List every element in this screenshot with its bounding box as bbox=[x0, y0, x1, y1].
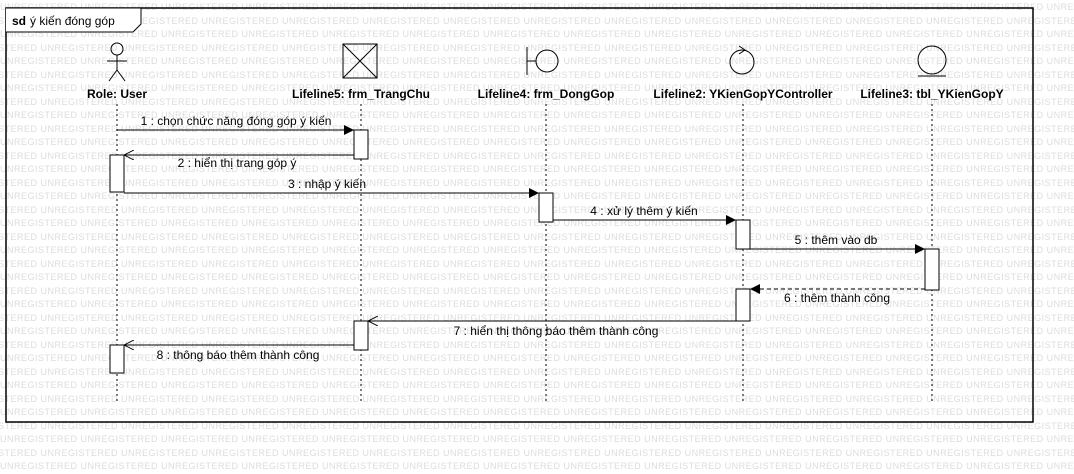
message-label-8: 8 : thông báo thêm thành công bbox=[157, 348, 320, 362]
message-label-6: 6 : thêm thành công bbox=[784, 291, 890, 305]
message-label-5: 5 : thêm vào db bbox=[795, 233, 878, 247]
actor-icon bbox=[107, 42, 127, 82]
frame-keyword: sd bbox=[12, 14, 26, 28]
activation-bar bbox=[538, 192, 554, 223]
boundary-box-icon bbox=[342, 43, 378, 79]
lifeline-label-donggop: Lifeline4: frm_DongGop bbox=[478, 87, 615, 101]
lifeline-label-user: Role: User bbox=[87, 87, 147, 101]
lifeline-label-trangchu: Lifeline5: frm_TrangChu bbox=[292, 87, 430, 101]
activation-bar bbox=[353, 320, 369, 351]
message-label-4: 4 : xử lý thêm ý kiến bbox=[590, 204, 697, 218]
entity-icon bbox=[917, 45, 947, 77]
control-icon bbox=[729, 45, 755, 75]
activation-bar bbox=[109, 344, 125, 374]
interaction-frame: sd ý kiến đóng góp bbox=[5, 7, 1034, 423]
message-label-1: 1 : chọn chức năng đóng góp ý kiến bbox=[141, 114, 332, 128]
lifeline-label-controller: Lifeline2: YKienGopYController bbox=[653, 87, 832, 101]
frame-title: ý kiến đóng góp bbox=[30, 14, 115, 28]
activation-bar bbox=[109, 154, 125, 193]
boundary-icon bbox=[526, 47, 559, 75]
activation-bar bbox=[735, 288, 751, 322]
message-label-7: 7 : hiển thị thông báo thêm thành công bbox=[454, 324, 659, 338]
message-label-2: 2 : hiển thị trang góp ý bbox=[178, 156, 297, 170]
message-label-3: 3 : nhập ý kiến bbox=[288, 177, 366, 191]
activation-bar bbox=[735, 219, 751, 250]
activation-bar bbox=[353, 129, 369, 160]
frame-label: sd ý kiến đóng góp bbox=[12, 14, 115, 28]
lifeline-label-table: Lifeline3: tbl_YKienGopY bbox=[860, 87, 1003, 101]
activation-bar bbox=[924, 248, 940, 291]
